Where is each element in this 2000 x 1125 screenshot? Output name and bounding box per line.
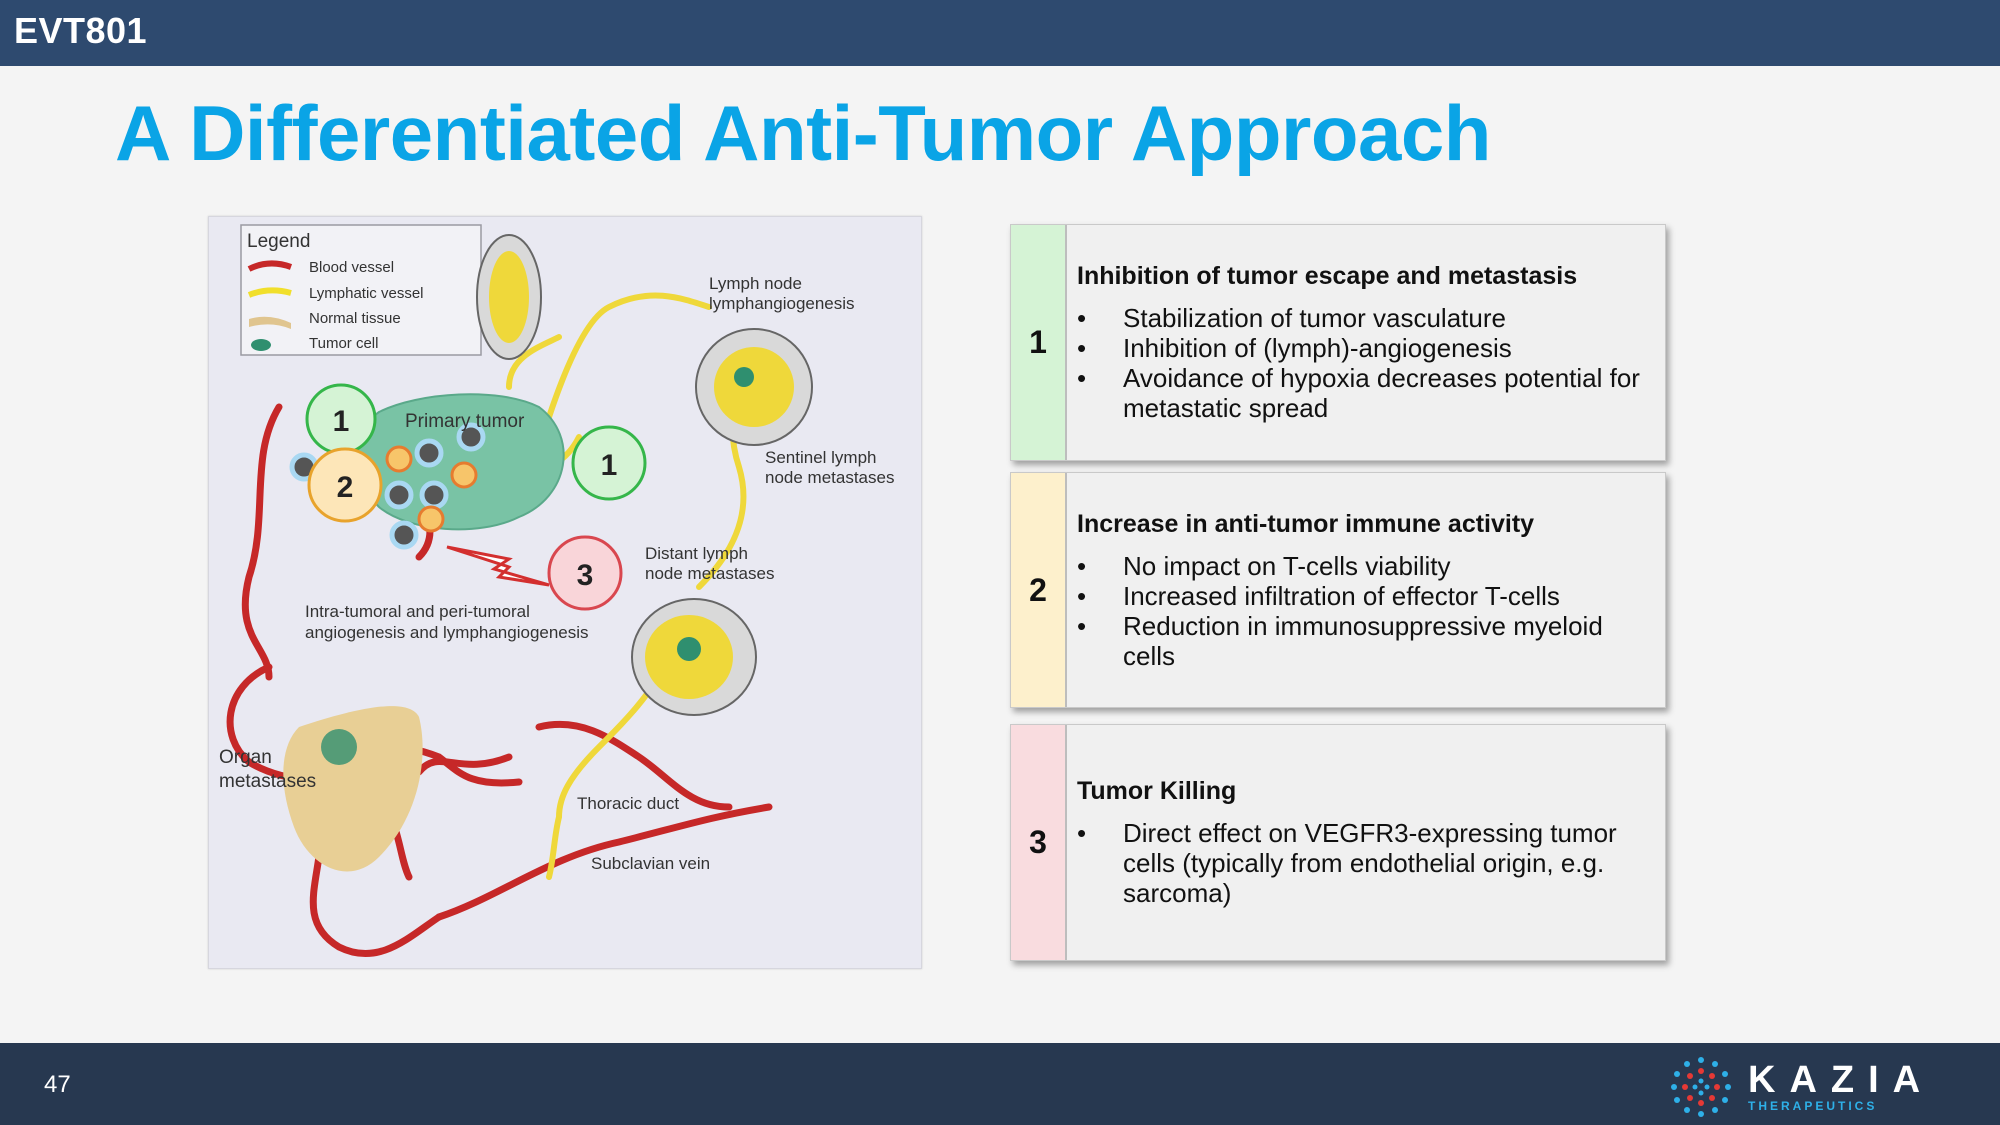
card-heading: Inhibition of tumor escape and metastasi…: [1077, 262, 1578, 290]
info-card-2: 2 Increase in anti-tumor immune activity…: [1010, 472, 1666, 708]
marker-2-tumor: 2: [307, 447, 383, 523]
bullet-item: Avoidance of hypoxia decreases potential…: [1077, 363, 1655, 423]
blood-vessel-swatch: [247, 260, 293, 272]
card-heading: Tumor Killing: [1077, 777, 1237, 805]
svg-text:1: 1: [333, 405, 350, 438]
logo-subtitle: THERAPEUTICS: [1748, 1099, 1878, 1113]
bullet-item: Increased infiltration of effector T-cel…: [1077, 581, 1655, 611]
label-lymph-node: Lymph node: [709, 274, 802, 293]
label-distant-2: node metastases: [645, 564, 774, 583]
blood-vessels: [226, 403, 773, 958]
svg-text:3: 3: [577, 559, 594, 592]
page-number: 47: [44, 1071, 71, 1098]
bullet-item: Reduction in immunosuppressive myeloid c…: [1077, 611, 1655, 671]
bottom-bar: 47 KAZIA THERAPEUTICS: [0, 1043, 2000, 1125]
legend-item-lymphatic-vessel: Lymphatic vessel: [309, 285, 424, 302]
organ-metastasis: [321, 729, 357, 765]
label-lymphangiogenesis: lymphangiogenesis: [709, 294, 855, 313]
legend-item-normal-tissue: Normal tissue: [309, 310, 401, 327]
marker-3-tumor: 3: [547, 535, 623, 611]
company-logo: KAZIA THERAPEUTICS: [1668, 1057, 1920, 1117]
card-number: 3: [1011, 725, 1067, 960]
tumor-cell-swatch: [251, 339, 271, 351]
bullet-item: Stabilization of tumor vasculature: [1077, 303, 1655, 333]
lymph-node-top: [476, 234, 542, 360]
info-card-3: 3 Tumor Killing Direct effect on VEGFR3-…: [1010, 724, 1666, 961]
marker-1-lymph: 1: [571, 425, 647, 501]
top-bar: EVT801: [0, 0, 2000, 66]
marker-1-tumor: 1: [305, 383, 377, 455]
card-bullets: No impact on T-cells viability Increased…: [1077, 551, 1655, 671]
tumor-diagram: Legend Blood vessel Lymphatic vessel Nor…: [208, 216, 922, 969]
card-bullets: Stabilization of tumor vasculature Inhib…: [1077, 303, 1655, 423]
kazia-logo-icon: [1671, 1057, 1731, 1117]
legend-item-tumor-cell: Tumor cell: [309, 335, 378, 352]
card-bullets: Direct effect on VEGFR3-expressing tumor…: [1077, 818, 1655, 908]
bullet-item: No impact on T-cells viability: [1077, 551, 1655, 581]
label-intra-2: angiogenesis and lymphangiogenesis: [305, 623, 589, 642]
card-number: 1: [1011, 225, 1067, 460]
legend-title: Legend: [247, 231, 310, 252]
product-name: EVT801: [14, 10, 148, 51]
legend: Legend Blood vessel Lymphatic vessel Nor…: [240, 224, 482, 356]
svg-text:1: 1: [601, 449, 618, 482]
page-title: A Differentiated Anti-Tumor Approach: [115, 89, 1491, 177]
label-subclavian-vein: Subclavian vein: [591, 854, 710, 873]
label-thoracic-duct: Thoracic duct: [577, 794, 679, 813]
svg-text:2: 2: [337, 471, 354, 504]
logo-name: KAZIA: [1748, 1059, 1935, 1101]
info-card-1: 1 Inhibition of tumor escape and metasta…: [1010, 224, 1666, 461]
lightning-icon: [446, 545, 550, 587]
lymphatic-vessel-swatch: [247, 287, 292, 298]
bullet-item: Inhibition of (lymph)-angiogenesis: [1077, 333, 1655, 363]
label-distant-1: Distant lymph: [645, 544, 748, 563]
organ-tissue: [283, 706, 423, 872]
label-sentinel-1: Sentinel lymph: [765, 448, 877, 467]
distant-lymph-node: [631, 598, 757, 716]
label-primary-tumor: Primary tumor: [405, 411, 525, 432]
normal-tissue-swatch: [249, 316, 291, 329]
label-sentinel-2: node metastases: [765, 468, 894, 487]
card-number: 2: [1011, 473, 1067, 707]
sentinel-lymph-node: [695, 328, 813, 446]
legend-item-blood-vessel: Blood vessel: [309, 259, 394, 276]
label-intra-1: Intra-tumoral and peri-tumoral: [305, 602, 530, 621]
label-metastases: metastases: [219, 771, 316, 792]
bullet-item: Direct effect on VEGFR3-expressing tumor…: [1077, 818, 1655, 908]
card-heading: Increase in anti-tumor immune activity: [1077, 509, 1535, 538]
label-organ: Organ: [219, 747, 272, 768]
